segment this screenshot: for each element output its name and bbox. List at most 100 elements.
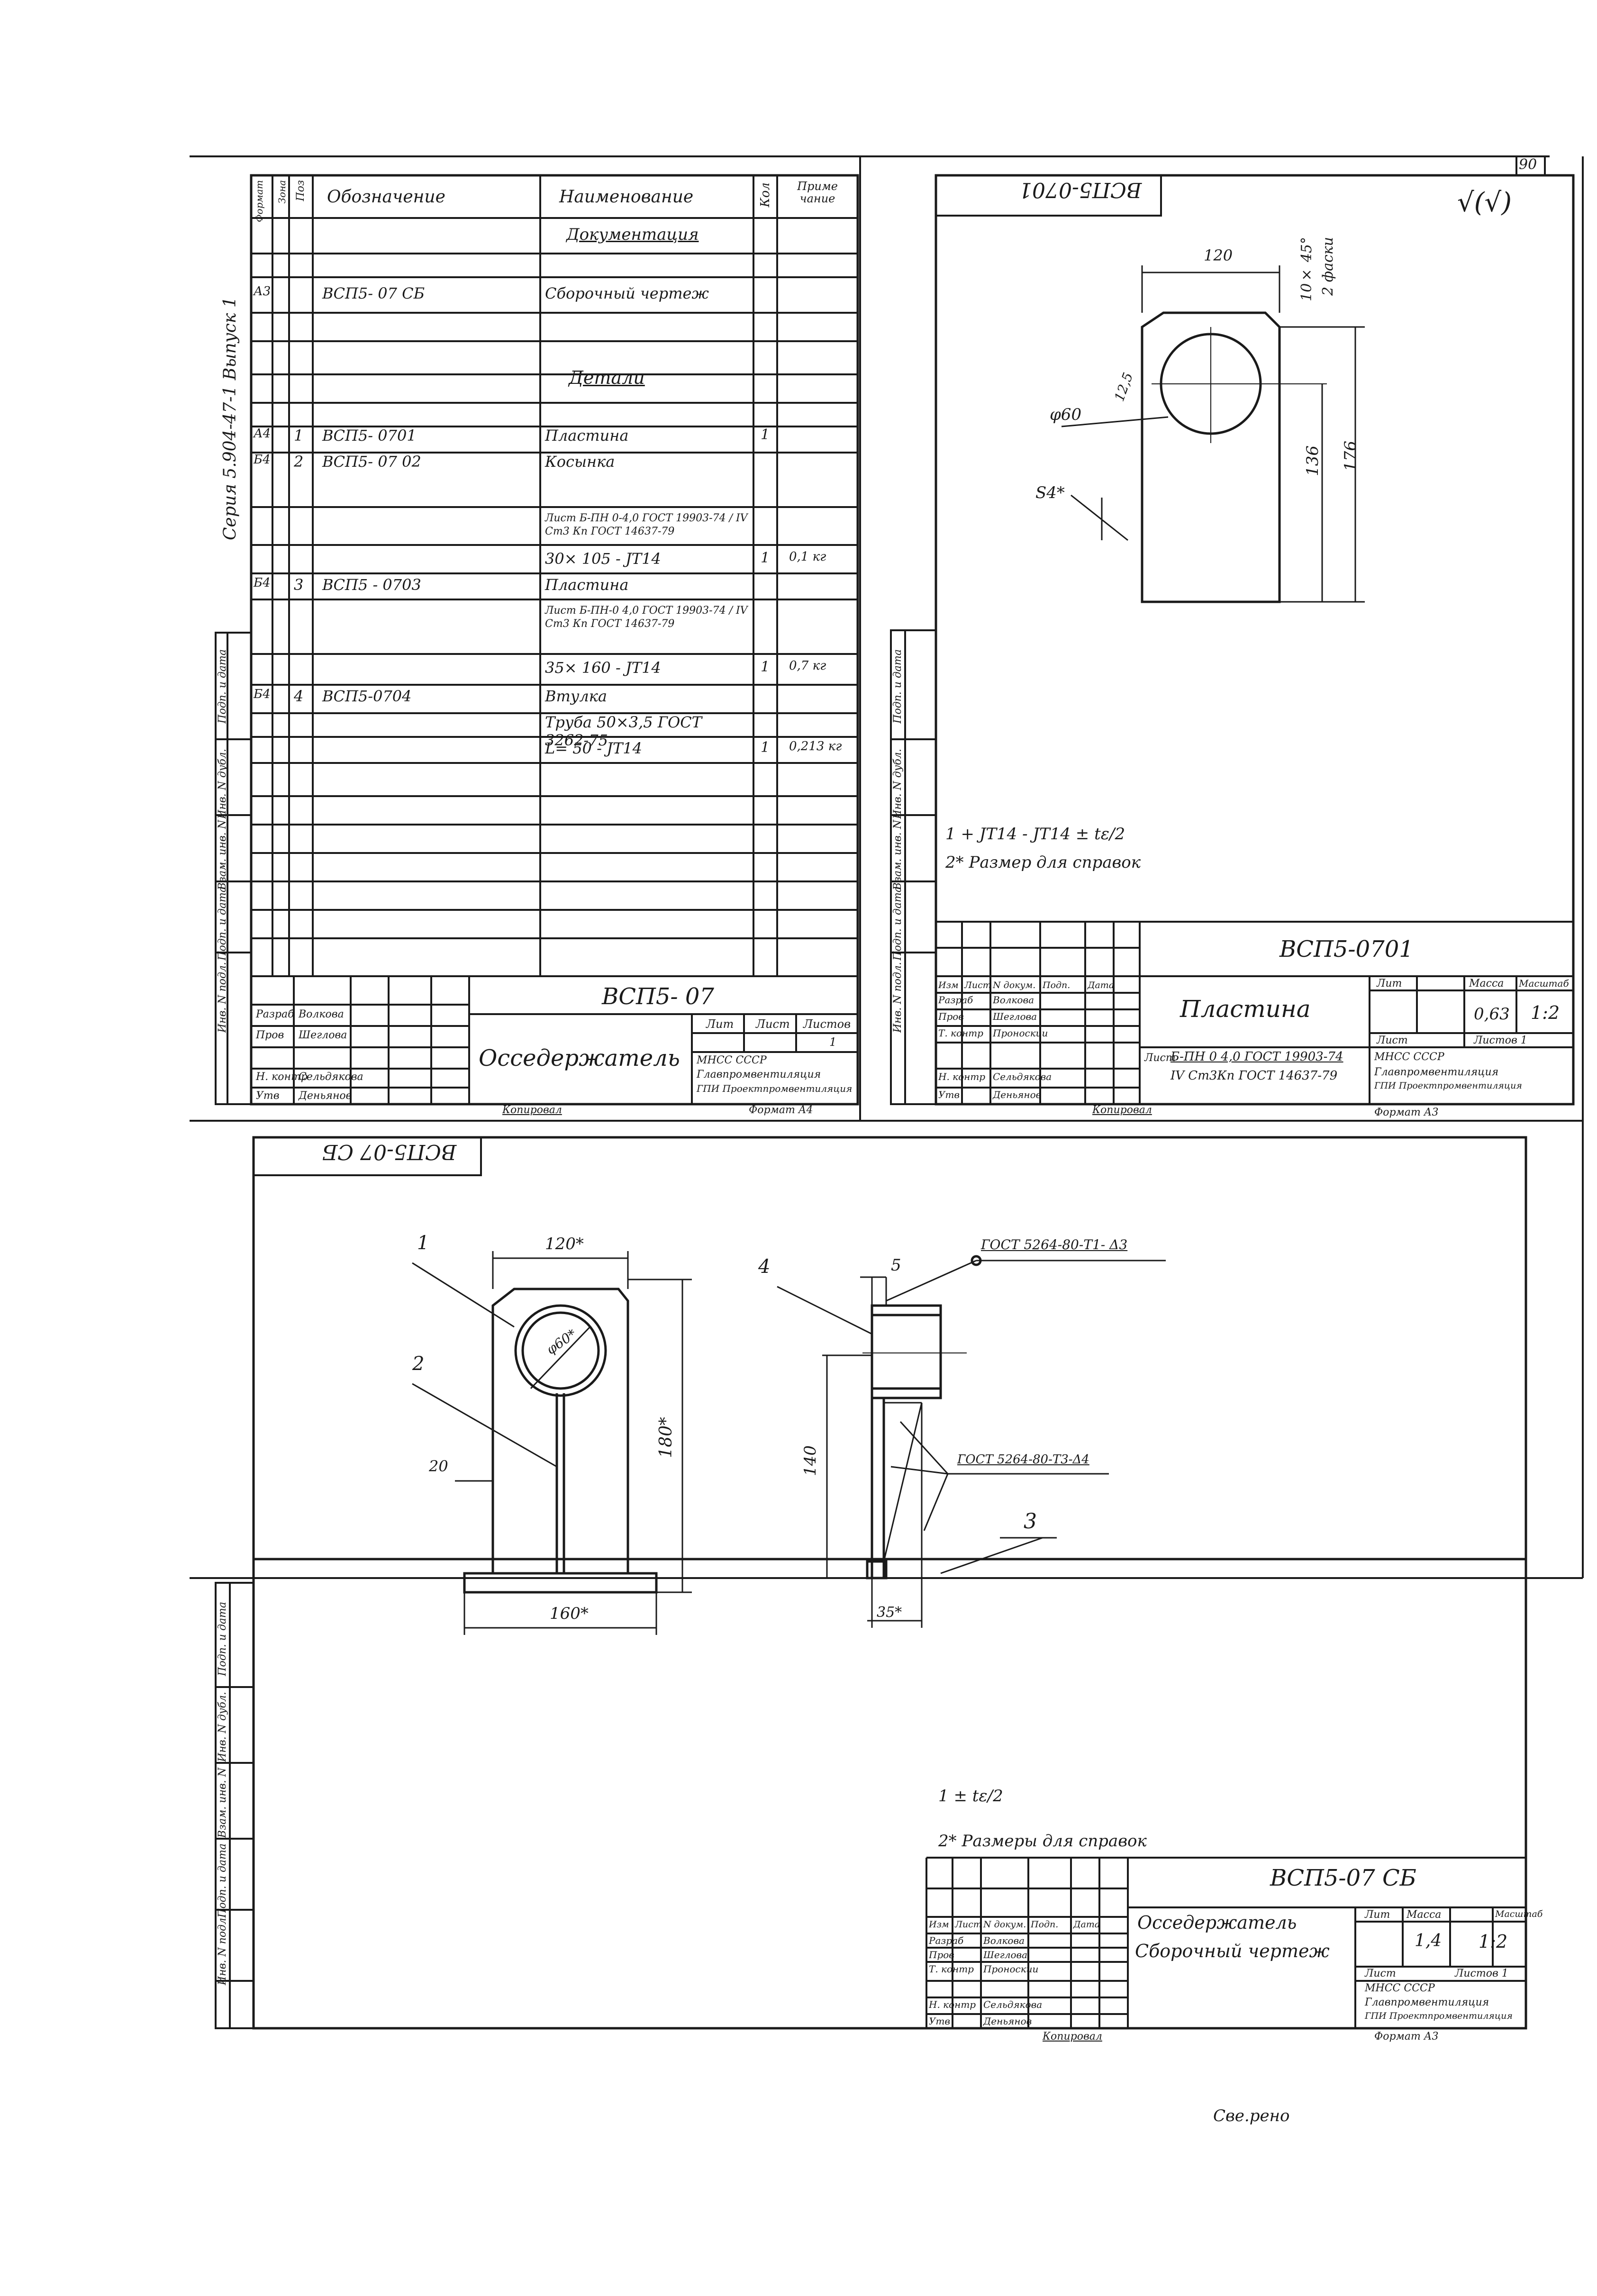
side-stamp-label: Подп. и дата [217, 1843, 228, 1918]
assembly-header-cell: N докум. [983, 1919, 1026, 1930]
assembly-stamp: ВСП5-07 СБ [322, 1140, 457, 1164]
side-stamp-label: Подп. и дата [217, 1602, 228, 1676]
spec-code: ВСП5- 07 [602, 983, 714, 1010]
plate-drawing [1061, 265, 1365, 603]
spec-row-qty: 1 [761, 427, 770, 443]
signature: Све.рено [1213, 2106, 1290, 2125]
spec-row-designation: ВСП5- 0701 [322, 427, 417, 445]
side-stamp-label: Инв. N подл. [217, 962, 228, 1033]
spec-row-pos: 4 [294, 687, 304, 705]
assembly-dim-hside: 140 [801, 1445, 820, 1476]
side-stamp-label: Инв. N дубл. [217, 749, 228, 819]
side-stamp-label: Инв. N дубл. [217, 1692, 228, 1762]
assembly-dim-h: 180* [656, 1417, 676, 1458]
spec-row-name: Сборочный чертеж [545, 284, 709, 302]
spec-header-pos: Поз [295, 180, 307, 201]
plate-note-1: 1 + JT14 - JT14 ± tε/2 [945, 825, 1125, 844]
spec-header-note: Приме чание [797, 180, 838, 205]
assembly-copied: Копировал [1043, 2031, 1102, 2042]
plate-role-title: Разраб [938, 994, 973, 1006]
plate-header-cell: Дата [1088, 980, 1115, 990]
plate-dim-chamfer2: 2 фаски [1320, 237, 1336, 296]
spec-role-name: Шеглова [299, 1029, 347, 1041]
plate-copied: Копировал [1092, 1104, 1152, 1116]
plate-dim-width: 120 [1204, 246, 1233, 264]
spec-row-name: 30× 105 - JT14 [545, 550, 661, 568]
plate-role-title: Т. контр [938, 1027, 983, 1039]
plate-format: Формат А3 [1374, 1107, 1439, 1118]
spec-header-name: Наименование [559, 187, 694, 207]
spec-row-name: L= 50 - JT14 [545, 739, 642, 757]
plate-role-name: Шеглова [993, 1011, 1037, 1022]
plate-dim-thk: S4* [1035, 483, 1065, 502]
plate-role-name: Волкова [993, 994, 1034, 1006]
spec-row-pos: 2 [294, 453, 304, 471]
spec-row-name: 35× 160 - JT14 [545, 659, 661, 677]
plate-scale-value: 1:2 [1531, 1002, 1560, 1023]
spec-row-note: 0,1 кг [789, 550, 826, 564]
assembly-role-title: Разраб [929, 1935, 964, 1946]
assembly-role-name: Шеглова [983, 1949, 1028, 1960]
spec-header-qty: Кол [758, 182, 772, 208]
side-stamp-label: Подп. и дата [217, 649, 228, 724]
spec-copied: Копировал [502, 1104, 562, 1116]
assembly-note-2: 2* Размеры для справок [938, 1832, 1147, 1851]
spec-role-name: Деньянов [299, 1090, 352, 1102]
assembly-dim-d5: 5 [891, 1256, 901, 1275]
assembly-weld-top: ГОСТ 5264-80-Т1- Δ3 [981, 1237, 1128, 1252]
spec-role-title: Пров [256, 1029, 284, 1041]
assembly-org2: Главпромвентиляция [1365, 1997, 1489, 2008]
plate-material-label: Лист [1144, 1052, 1176, 1064]
spec-row-format: Б4 [254, 687, 271, 701]
spec-format: Формат А4 [749, 1104, 813, 1116]
spec-org1: МНСС СССР [697, 1054, 767, 1066]
assembly-dim-base: 160* [550, 1604, 589, 1623]
assembly-role-title: Н. контр [929, 1999, 976, 2010]
spec-row-name: Лист Б-ПН-0 4,0 ГОСТ 19903-74 / IV Ст3 К… [545, 605, 748, 630]
page-number: 90 [1519, 156, 1537, 173]
plate-sheet-label: Лист [1377, 1035, 1408, 1046]
side-stamp-label: Инв. N дубл. [892, 749, 904, 819]
assembly-role-name: Волкова [983, 1935, 1025, 1946]
plate-org1: МНСС СССР [1374, 1051, 1444, 1063]
assembly-sheets-label: Листов 1 [1455, 1968, 1508, 1979]
plate-role-name: Проноскии [993, 1027, 1048, 1039]
spec-row-qty: 1 [761, 550, 770, 566]
spec-row-qty: 1 [761, 739, 770, 756]
assembly-sheet-label: Лист [1365, 1968, 1396, 1979]
plate-header-cell: N докум. [993, 980, 1036, 990]
spec-row-designation: ВСП5 - 0703 [322, 576, 421, 594]
assembly-header-cell: Лист [955, 1919, 982, 1930]
spec-row-name: Труба 50×3,5 ГОСТ 3262-75 [545, 713, 702, 749]
assembly-scale-label: Масштаб [1495, 1909, 1543, 1919]
plate-roughness: √(√) [1457, 187, 1512, 218]
side-stamp-label: Взам. инв. N [892, 820, 904, 890]
spec-row-name: Пластина [545, 427, 629, 445]
series-label: Серия 5.904-47-1 Выпуск 1 [220, 297, 240, 540]
spec-org2: Главпромвентиляция [697, 1069, 821, 1080]
assembly-format: Формат А3 [1374, 2031, 1439, 2042]
spec-role-name: Сельдякова [299, 1071, 363, 1083]
assembly-weld-side: ГОСТ 5264-80-Т3-Δ4 [957, 1452, 1089, 1467]
plate-role-title: Н. контр [938, 1071, 986, 1082]
spec-section-parts: Детали [569, 367, 645, 388]
plate-mass-label: Масса [1469, 978, 1504, 989]
plate-material2: IV Ст3Кп ГОСТ 14637-79 [1171, 1069, 1338, 1083]
spec-row-note: 0,213 кг [789, 739, 842, 753]
spec-role-title: Утв [256, 1090, 280, 1102]
plate-org2: Главпромвентиляция [1374, 1066, 1499, 1078]
assembly-scale-value: 1:2 [1479, 1931, 1508, 1952]
spec-row-format: Б4 [254, 576, 271, 590]
plate-header-cell: Подп. [1043, 980, 1071, 990]
plate-code: ВСП5-0701 [1279, 936, 1414, 962]
spec-row-pos: 3 [294, 576, 304, 594]
plate-note-2: 2* Размер для справок [945, 853, 1141, 872]
plate-header-cell: Лист [964, 980, 991, 990]
assembly-mass-value: 1,4 [1415, 1931, 1442, 1951]
spec-row-designation: ВСП5- 07 02 [322, 453, 421, 471]
assembly-front-view [412, 1251, 692, 1635]
assembly-role-title: Пров [929, 1949, 954, 1960]
spec-row-format: Б4 [254, 453, 271, 467]
spec-row-qty: 1 [761, 659, 770, 675]
